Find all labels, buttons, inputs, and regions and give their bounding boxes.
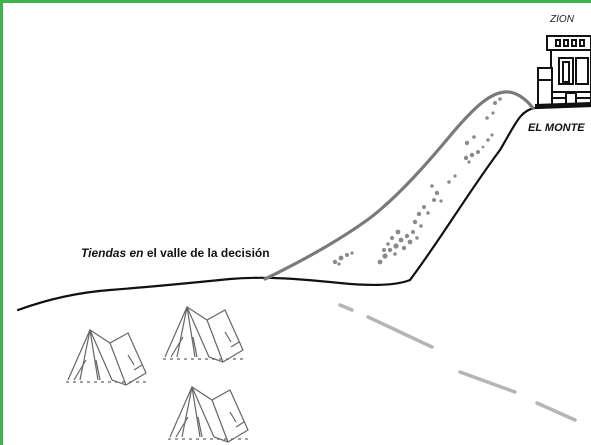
tent-icon <box>163 305 245 363</box>
tent-icon <box>168 385 250 443</box>
hill-outline <box>263 90 535 281</box>
valley-dashed-path <box>338 303 577 422</box>
temple-icon <box>537 35 591 107</box>
tents-label-rest: el valle de la decisión <box>144 246 270 260</box>
temple-base <box>534 102 591 108</box>
tent-icon <box>66 328 148 386</box>
hill-dot-clusters <box>332 97 502 266</box>
tents-label-en: en <box>129 246 143 260</box>
zion-label: ZION <box>549 14 575 25</box>
valley-ground-line <box>16 276 412 312</box>
mount-label: EL MONTE <box>528 122 585 134</box>
tents-label: Tiendas en el valle de la decisión <box>81 246 270 260</box>
mountain-outline <box>408 104 591 282</box>
tents-label-word: Tiendas <box>81 246 126 260</box>
